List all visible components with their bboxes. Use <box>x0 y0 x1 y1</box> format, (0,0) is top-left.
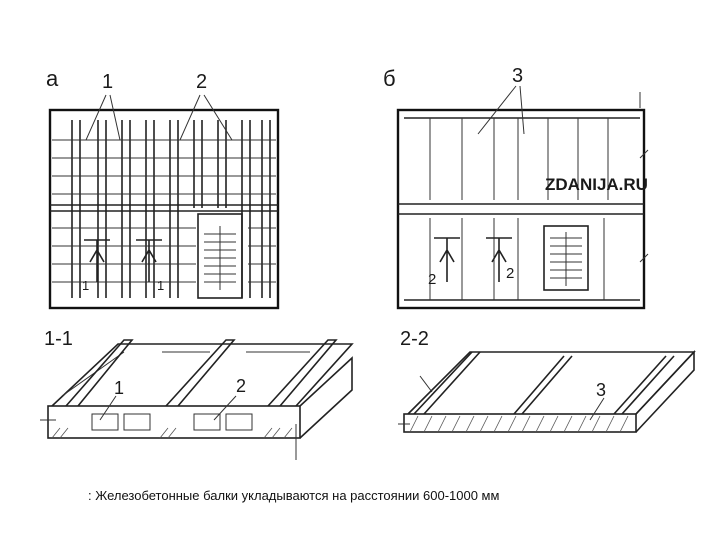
plan-a-block-rows <box>52 139 276 283</box>
section-1-1-callout-1: 1 <box>114 378 124 398</box>
section-1-1-label: 1-1 <box>44 328 73 350</box>
section-2-2-label: 2-2 <box>400 328 429 350</box>
plan-a-stair-opening <box>197 213 243 299</box>
section-1-1-callout-2: 2 <box>236 376 246 396</box>
view-b-label: б <box>383 66 396 91</box>
plan-a-section-markers <box>84 239 162 282</box>
section-2-2-front <box>403 413 637 433</box>
section-marker-label: 1 <box>157 278 164 293</box>
section-2-2-leaders <box>398 375 605 425</box>
section-1-1-top <box>51 343 354 407</box>
section-1-1-leaders <box>99 395 237 421</box>
section-2-2-top <box>407 351 696 415</box>
plan-b: 2 2 б 3 ZDANIJA.RU <box>383 65 649 310</box>
section-1-1-hollow-blocks <box>91 413 253 431</box>
section-1-1-front <box>47 405 301 439</box>
callout-1: 1 <box>102 71 113 93</box>
watermark: ZDANIJA.RU <box>545 175 648 194</box>
plan-a-beams <box>71 120 271 298</box>
plan-b-slab-joints <box>429 118 609 300</box>
plan-b-leaders <box>477 85 525 135</box>
section-1-1-hatching <box>51 427 293 439</box>
section-1-1: 1-1 1 2 <box>40 328 354 460</box>
callout-3: 3 <box>512 65 523 87</box>
section-2-2-slab-joints <box>413 351 675 415</box>
figure-caption: : Железобетонные балки укладываются на р… <box>88 488 500 503</box>
section-2-2: 2-2 3 <box>398 328 696 433</box>
view-a-label: а <box>46 66 59 91</box>
plan-a-leaders <box>85 94 233 141</box>
plan-a-outline <box>48 108 280 310</box>
plan-a: 1 1 а 1 2 <box>46 66 280 310</box>
section-2-2-callout-3: 3 <box>596 380 606 400</box>
section-1-1-beams <box>65 339 338 407</box>
section-marker-label: 1 <box>82 278 89 293</box>
section-2-2-hatching <box>409 415 629 433</box>
plan-b-stair-opening <box>543 225 589 291</box>
plan-b-section-markers <box>434 237 512 282</box>
callout-2: 2 <box>196 71 207 93</box>
section-marker-label: 2 <box>428 271 436 288</box>
section-marker-label: 2 <box>506 265 514 282</box>
plan-b-outline <box>396 108 646 310</box>
